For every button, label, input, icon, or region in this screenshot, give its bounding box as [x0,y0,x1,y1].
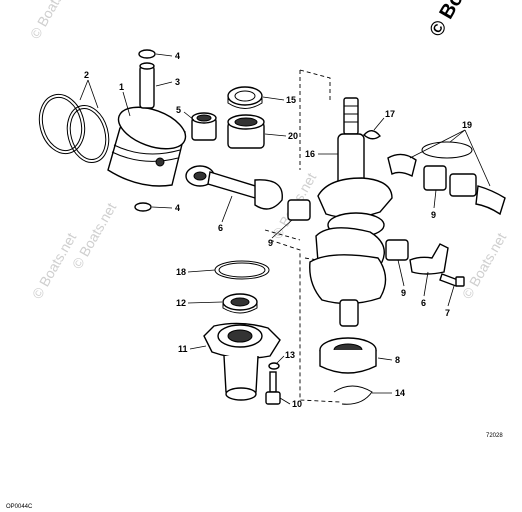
o-ring [214,260,270,280]
callout-numbers: 2 1 4 3 5 4 15 20 16 17 19 6 9 9 9 6 7 1… [84,51,472,409]
callout-9-left: 9 [268,238,273,248]
callout-2: 2 [84,70,89,80]
plate-id: OP0044C [6,504,33,510]
watermark-corner: © Bo [425,0,468,40]
washer [268,362,280,370]
lower-bearing-housing [203,322,281,401]
callout-6-cap: 6 [421,298,426,308]
callout-15: 15 [286,95,296,105]
piston-pin-clip-top [138,49,156,59]
callout-8: 8 [395,355,400,365]
crankpin-needle-bearings [287,165,477,261]
callout-5: 5 [176,105,181,115]
callout-9-right: 9 [431,210,436,220]
oil-seal-upper [227,86,263,109]
callout-11: 11 [178,344,188,354]
rod-bolt [439,273,465,287]
piston-rings [38,93,110,163]
callout-14: 14 [395,388,405,398]
piston-pin [139,62,155,109]
callout-7: 7 [445,308,450,318]
callout-9-center: 9 [401,288,406,298]
oil-seal-lower [222,293,258,314]
callout-1: 1 [119,82,124,92]
callout-12: 12 [176,298,186,308]
snap-ring [333,385,373,405]
callout-4-bottom: 4 [175,203,180,213]
crankshaft [309,97,393,327]
callout-10: 10 [292,399,302,409]
piston [107,106,187,187]
piston-pin-clip-bottom [134,202,152,212]
callout-13: 13 [285,350,295,360]
callout-18: 18 [176,267,186,277]
bearing-retainers [387,141,506,216]
callout-3: 3 [175,77,180,87]
watermark-right: © Boats.net [459,230,510,302]
watermark-top-left: © Boats.net [27,0,78,42]
callout-19: 19 [462,120,472,130]
connecting-rod [185,165,283,210]
lower-ball-bearing [319,337,377,374]
callout-20: 20 [288,131,298,141]
callout-4-top: 4 [175,51,180,61]
wrist-pin-bearing [191,112,217,141]
housing-screw [265,371,281,405]
crankshaft-key [363,130,381,140]
callout-16: 16 [305,149,315,159]
callout-17: 17 [385,109,395,119]
connecting-rod-cap [409,243,449,275]
drawing-number: 72028 [486,433,503,439]
watermark-center: © Boats.net [69,200,120,272]
upper-main-bearing [227,114,265,149]
leader-lines [79,53,491,405]
callout-6-rod: 6 [218,223,223,233]
